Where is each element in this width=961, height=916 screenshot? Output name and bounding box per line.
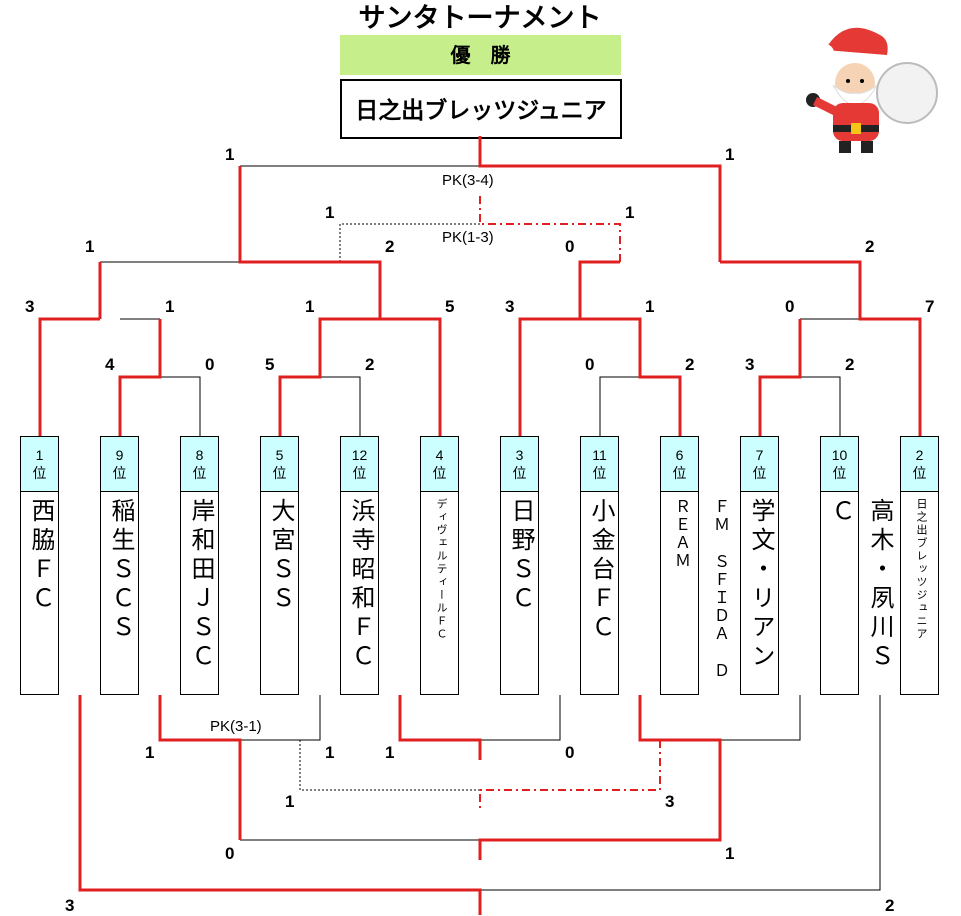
team-box: 9 位 稲生ＳＣＳ [100, 436, 139, 695]
team-name: 岸和田ＪＳＣ [187, 498, 214, 672]
score: 0 [565, 237, 575, 256]
team-box: 10 位 高木・夙川ＳＣ [820, 436, 893, 695]
score: 1 [725, 844, 735, 863]
team-box: 5 位 大宮ＳＳ [260, 436, 299, 695]
score: 0 [225, 844, 235, 863]
team-name: 日之出ブレッツジュニア [915, 498, 927, 641]
team-box: 11 位 小金台ＦＣ [580, 436, 619, 695]
team-name: ＦＭ ＳＦＩＤＡ ＤＲＥＡＭ [672, 498, 728, 680]
score: 1 [625, 203, 635, 222]
score: 5 [445, 297, 455, 316]
santa-icon [806, 27, 938, 153]
score: 1 [225, 145, 235, 164]
score: 5 [265, 355, 275, 374]
team-rank: 2 位 [901, 437, 938, 492]
team-name: 高木・夙川ＳＣ [827, 498, 893, 672]
team-rank: 7 位 [741, 437, 778, 492]
score: 1 [725, 145, 735, 164]
winner-label: 優 勝 [340, 35, 621, 75]
score: 2 [365, 355, 375, 374]
team-rank: 11 位 [581, 437, 618, 492]
score: 3 [665, 792, 675, 811]
team-name: 稲生ＳＣＳ [107, 498, 134, 643]
score: 1 [645, 297, 655, 316]
score: 1 [325, 203, 335, 222]
team-name: 西脇ＦＣ [27, 498, 54, 614]
score: 0 [205, 355, 215, 374]
team-name: 日野ＳＣ [507, 498, 534, 614]
team-box: 7 位 学文・リアン [740, 436, 779, 695]
score: 1 [145, 743, 155, 762]
team-box: 1 位 西脇ＦＣ [20, 436, 59, 695]
team-box: 4 位 ディヴェルティールＦＣ [420, 436, 459, 695]
team-rank: 4 位 [421, 437, 458, 492]
score: 3 [65, 896, 75, 915]
team-rank: 5 位 [261, 437, 298, 492]
team-name: 浜寺昭和ＦＣ [347, 498, 374, 672]
score: 1 [165, 297, 175, 316]
score: 4 [105, 355, 115, 374]
pk-label: PK(1-3) [440, 229, 496, 246]
team-box: 2 位 日之出ブレッツジュニア [900, 436, 939, 695]
score: 2 [845, 355, 855, 374]
team-box: 6 位 ＦＭ ＳＦＩＤＡ ＤＲＥＡＭ [660, 436, 728, 695]
score: 7 [925, 297, 935, 316]
team-box: 8 位 岸和田ＪＳＣ [180, 436, 219, 695]
team-name: 学文・リアン [747, 498, 774, 672]
score: 1 [285, 792, 295, 811]
score: 1 [305, 297, 315, 316]
team-rank: 1 位 [21, 437, 58, 492]
score: 2 [385, 237, 395, 256]
score: 1 [85, 237, 95, 256]
team-rank: 12 位 [341, 437, 378, 492]
team-rank: 8 位 [181, 437, 218, 492]
team-box: 3 位 日野ＳＣ [500, 436, 539, 695]
team-rank: 9 位 [101, 437, 138, 492]
team-rank: 3 位 [501, 437, 538, 492]
score: 0 [585, 355, 595, 374]
score: 1 [385, 743, 395, 762]
score: 1 [325, 743, 335, 762]
pk-label: PK(3-4) [440, 172, 496, 189]
score: 2 [685, 355, 695, 374]
champion-box: 日之出ブレッツジュニア [340, 79, 622, 139]
score: 2 [865, 237, 875, 256]
score: 3 [505, 297, 515, 316]
score: 0 [785, 297, 795, 316]
page-title: サンタトーナメント [358, 3, 602, 33]
team-name: ディヴェルティールＦＣ [435, 498, 447, 641]
score: 2 [885, 896, 895, 915]
team-rank: 6 位 [661, 437, 698, 492]
score: 3 [25, 297, 35, 316]
team-name: 大宮ＳＳ [267, 498, 294, 614]
score: 0 [565, 743, 575, 762]
team-box: 12 位 浜寺昭和ＦＣ [340, 436, 379, 695]
team-name: 小金台ＦＣ [587, 498, 614, 643]
score: 3 [745, 355, 755, 374]
pk-label: PK(3-1) [208, 718, 264, 735]
team-rank: 10 位 [821, 437, 858, 492]
